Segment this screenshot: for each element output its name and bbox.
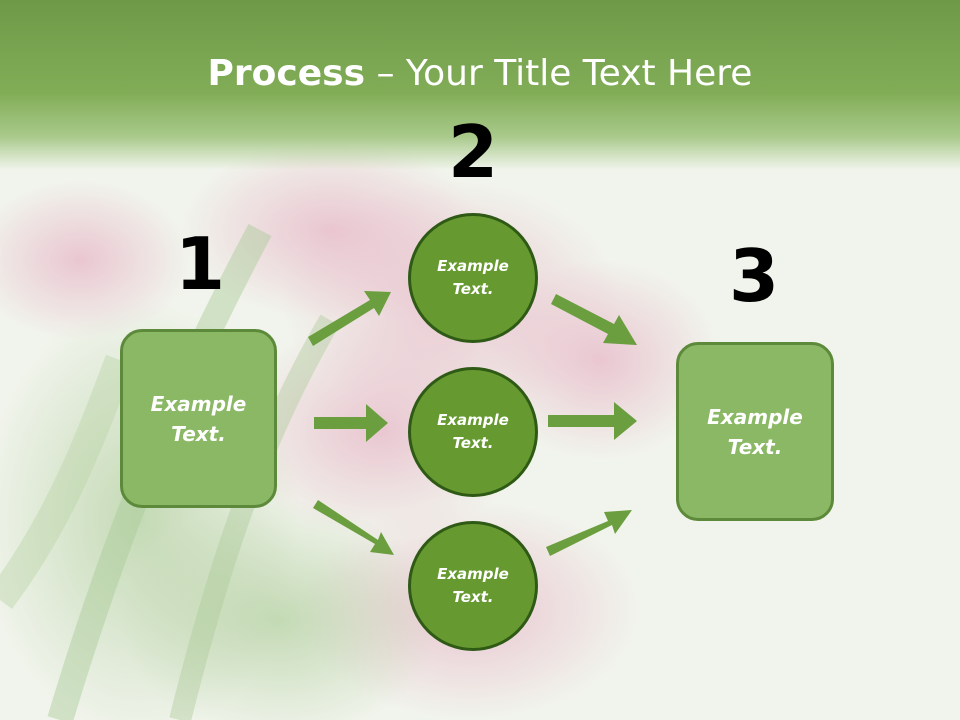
step-number-1: 1 bbox=[174, 222, 226, 306]
step-number-3: 3 bbox=[728, 234, 780, 318]
slide-title: Process – Your Title Text Here bbox=[0, 52, 960, 96]
title-rest: – Your Title Text Here bbox=[365, 53, 753, 94]
arrow-1-to-2b bbox=[314, 404, 388, 442]
header-band bbox=[0, 0, 960, 170]
arrow-2a-to-3 bbox=[551, 294, 637, 345]
step-1-text: Example Text. bbox=[150, 391, 247, 446]
arrow-2c-to-3 bbox=[546, 510, 632, 556]
arrow-2b-to-3 bbox=[548, 402, 637, 440]
step-2-circle-2-text: Example Text. bbox=[437, 411, 509, 452]
step-3-box: Example Text. bbox=[676, 342, 834, 521]
step-2-circle-1-text: Example Text. bbox=[437, 257, 509, 298]
step-2-circle-3: Example Text. bbox=[408, 521, 538, 651]
step-number-2: 2 bbox=[447, 110, 499, 194]
step-2-circle-1: Example Text. bbox=[408, 213, 538, 343]
arrow-1-to-2a bbox=[308, 291, 391, 346]
title-bold: Process bbox=[207, 53, 366, 94]
step-1-box: Example Text. bbox=[120, 329, 277, 508]
step-2-circle-2: Example Text. bbox=[408, 367, 538, 497]
step-3-text: Example Text. bbox=[707, 404, 803, 459]
step-2-circle-3-text: Example Text. bbox=[437, 565, 509, 606]
arrow-1-to-2c bbox=[313, 500, 394, 555]
